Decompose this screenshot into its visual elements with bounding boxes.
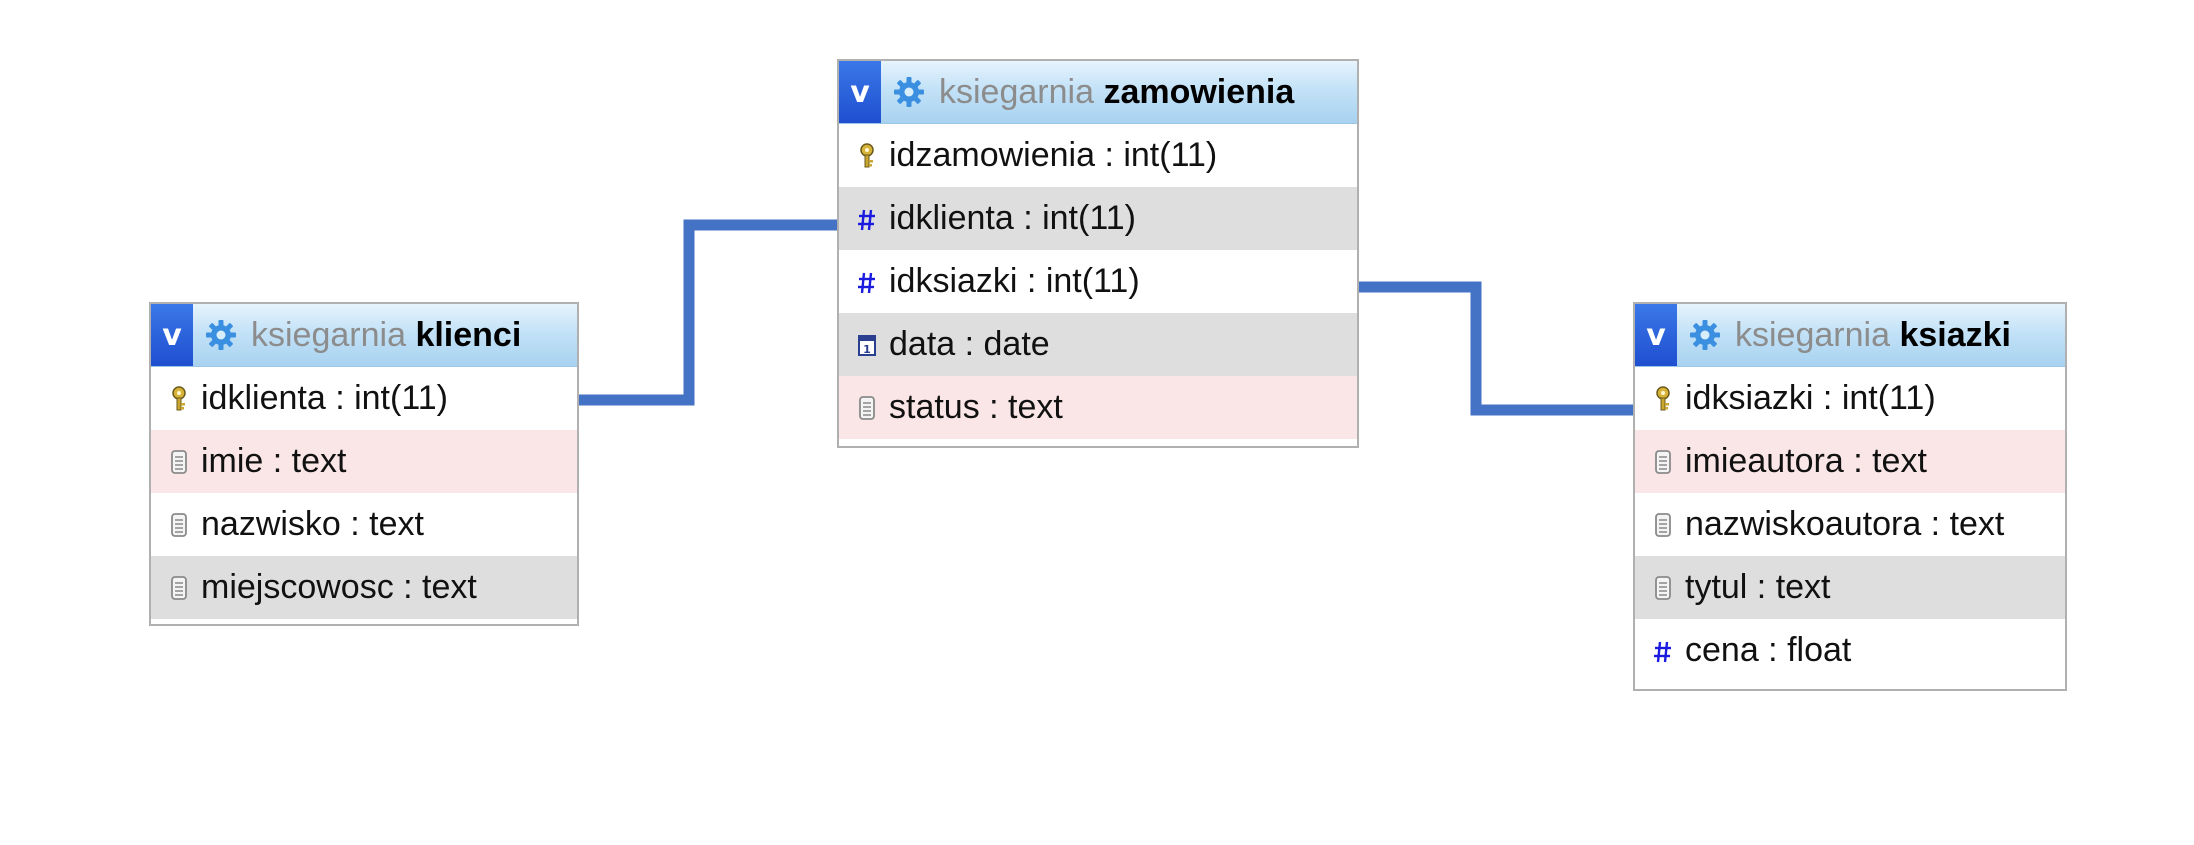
text-field-icon <box>1645 512 1681 538</box>
column-row[interactable]: imie : text <box>151 430 577 493</box>
table-header[interactable]: v ksiegarnia klienci <box>151 304 577 367</box>
table-klienci[interactable]: v ksiegarnia klienci idklienta : int(11)… <box>149 302 579 626</box>
column-list: idklienta : int(11) imie : text nazwisko :… <box>151 367 577 619</box>
column-row[interactable]: status : text <box>839 376 1357 439</box>
column-label: tytul : text <box>1685 568 1831 606</box>
text-field-icon <box>161 575 197 601</box>
numeric-field-icon <box>849 206 885 232</box>
table-title: ksiegarnia klienci <box>251 304 521 366</box>
column-label: status : text <box>889 388 1063 426</box>
column-label: idklienta : int(11) <box>201 379 448 417</box>
table-zamowienia[interactable]: v ksiegarnia zamowienia idzamowienia : i… <box>837 59 1359 448</box>
toggle-columns-button[interactable]: v <box>839 61 881 123</box>
text-field-icon <box>849 395 885 421</box>
column-label: idksiazki : int(11) <box>1685 379 1936 417</box>
toggle-columns-button[interactable]: v <box>151 304 193 366</box>
text-field-icon <box>161 449 197 475</box>
table-ksiazki[interactable]: v ksiegarnia ksiazki idksiazki : int(11)… <box>1633 302 2067 691</box>
column-list: idzamowienia : int(11) idklienta : int(11… <box>839 124 1357 439</box>
gear-icon[interactable] <box>203 317 239 353</box>
numeric-field-icon <box>849 269 885 295</box>
column-row[interactable]: idzamowienia : int(11) <box>839 124 1357 187</box>
table-title: ksiegarnia ksiazki <box>1735 304 2011 366</box>
numeric-field-icon <box>1645 638 1681 664</box>
database-name: ksiegarnia <box>939 73 1094 111</box>
column-row[interactable]: 1 data : date <box>839 313 1357 376</box>
svg-text:1: 1 <box>863 343 871 356</box>
column-label: idksiazki : int(11) <box>889 262 1140 300</box>
column-row[interactable]: miejscowosc : text <box>151 556 577 619</box>
gear-icon[interactable] <box>1687 317 1723 353</box>
column-label: miejscowosc : text <box>201 568 477 606</box>
column-row[interactable]: nazwiskoautora : text <box>1635 493 2065 556</box>
column-list: idksiazki : int(11) imieautora : text nazw… <box>1635 367 2065 682</box>
column-label: cena : float <box>1685 631 1852 669</box>
column-row[interactable]: idksiazki : int(11) <box>1635 367 2065 430</box>
column-label: data : date <box>889 325 1050 363</box>
database-name: ksiegarnia <box>1735 316 1890 354</box>
column-label: idzamowienia : int(11) <box>889 136 1218 174</box>
table-title: ksiegarnia zamowienia <box>939 61 1294 123</box>
column-label: nazwisko : text <box>201 505 424 543</box>
column-row[interactable]: nazwisko : text <box>151 493 577 556</box>
gear-icon[interactable] <box>891 74 927 110</box>
column-row[interactable]: cena : float <box>1635 619 2065 682</box>
table-header[interactable]: v ksiegarnia ksiazki <box>1635 304 2065 367</box>
column-row[interactable]: idklienta : int(11) <box>839 187 1357 250</box>
table-name: klienci <box>415 316 522 354</box>
database-name: ksiegarnia <box>251 316 406 354</box>
text-field-icon <box>161 512 197 538</box>
column-label: imieautora : text <box>1685 442 1927 480</box>
primary-key-icon <box>161 385 197 412</box>
column-row[interactable]: idklienta : int(11) <box>151 367 577 430</box>
column-row[interactable]: tytul : text <box>1635 556 2065 619</box>
column-label: idklienta : int(11) <box>889 199 1136 237</box>
relation-klienci-zamowienia[interactable] <box>528 219 855 406</box>
toggle-columns-button[interactable]: v <box>1635 304 1677 366</box>
column-label: imie : text <box>201 442 347 480</box>
primary-key-icon <box>849 142 885 169</box>
date-field-icon: 1 <box>849 333 885 357</box>
primary-key-icon <box>1645 385 1681 412</box>
table-name: zamowienia <box>1103 73 1295 111</box>
table-header[interactable]: v ksiegarnia zamowienia <box>839 61 1357 124</box>
column-row[interactable]: imieautora : text <box>1635 430 2065 493</box>
column-row[interactable]: idksiazki : int(11) <box>839 250 1357 313</box>
table-name: ksiazki <box>1899 316 2011 354</box>
text-field-icon <box>1645 449 1681 475</box>
text-field-icon <box>1645 575 1681 601</box>
column-label: nazwiskoautora : text <box>1685 505 2005 543</box>
